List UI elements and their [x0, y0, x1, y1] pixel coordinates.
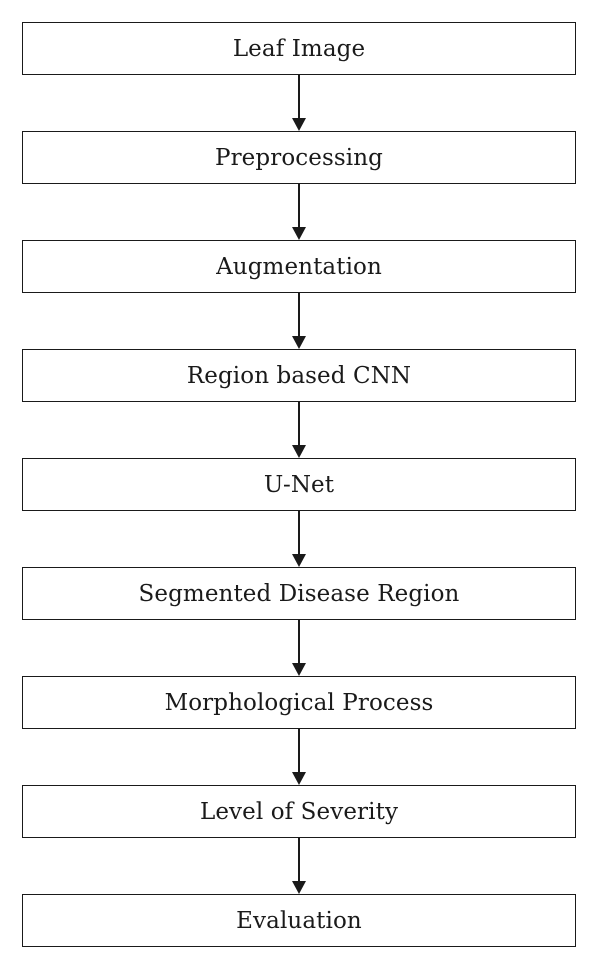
step-label: Evaluation — [236, 907, 362, 934]
arrow-connector — [292, 620, 306, 676]
step-label: Augmentation — [216, 253, 382, 280]
step-u-net: U-Net — [22, 458, 576, 511]
arrow-connector — [292, 75, 306, 131]
step-augmentation: Augmentation — [22, 240, 576, 293]
step-region-based-cnn: Region based CNN — [22, 349, 576, 402]
step-label: Morphological Process — [164, 689, 434, 716]
step-evaluation: Evaluation — [22, 894, 576, 947]
step-label: Preprocessing — [215, 144, 383, 171]
step-segmented-disease-region: Segmented Disease Region — [22, 567, 576, 620]
arrow-connector — [292, 293, 306, 349]
step-leaf-image: Leaf Image — [22, 22, 576, 75]
arrow-connector — [292, 402, 306, 458]
step-label: Region based CNN — [186, 362, 412, 389]
step-label: Segmented Disease Region — [138, 580, 460, 607]
step-level-of-severity: Level of Severity — [22, 785, 576, 838]
arrow-connector — [292, 838, 306, 894]
step-label: U-Net — [263, 471, 335, 498]
step-label: Leaf Image — [232, 35, 366, 62]
step-label: Level of Severity — [199, 798, 399, 825]
arrow-connector — [292, 729, 306, 785]
step-preprocessing: Preprocessing — [22, 131, 576, 184]
step-morphological-process: Morphological Process — [22, 676, 576, 729]
arrow-connector — [292, 511, 306, 567]
arrow-connector — [292, 184, 306, 240]
